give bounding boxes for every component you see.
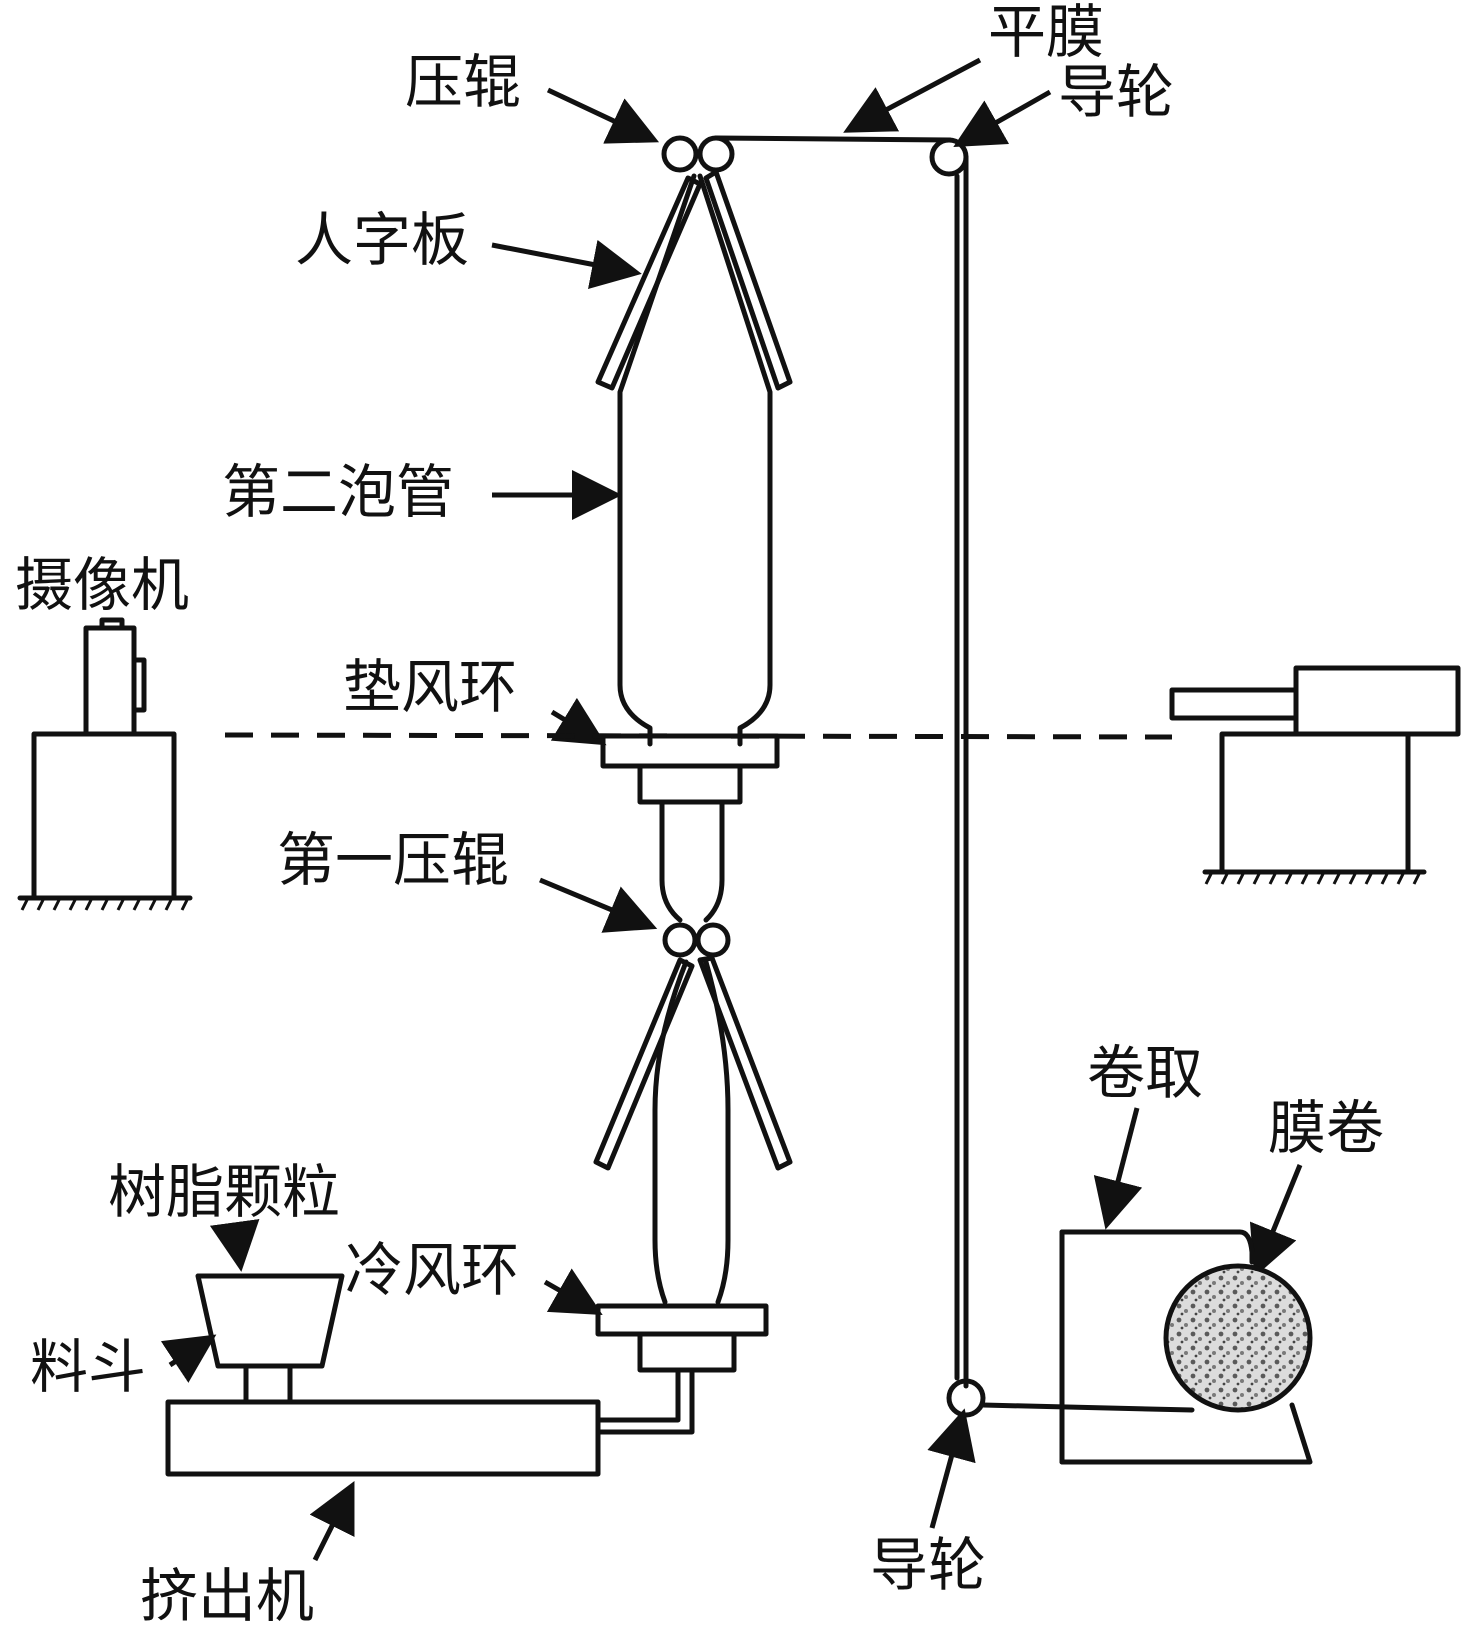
arrow-cooling-air-ring [543,1268,603,1315]
arrow-first-nip-roll [539,877,658,933]
label-air-ring-pad: 垫风环 [343,653,517,721]
extruder-body [165,1399,601,1477]
cooling-air-ring [595,1303,769,1373]
label-guide-roll-top: 导轮 [1058,58,1174,126]
label-nip-roll-top: 压辊 [405,48,521,116]
arrow-extruder [309,1481,355,1562]
label-flat-film: 平膜 [988,0,1104,66]
arrow-film-roll [1249,1164,1303,1278]
label-winding: 卷取 [1087,1039,1203,1107]
arrow-nip-roll-top [546,87,660,144]
label-collapsing-board: 人字板 [295,206,469,274]
light-source [1169,665,1461,875]
hopper [195,1273,345,1405]
label-hopper: 料斗 [30,1333,146,1401]
label-film-roll: 膜卷 [1268,1094,1384,1162]
second-bubble [617,173,773,747]
label-first-nip-roll: 第一压辊 [277,826,509,894]
light-source-ground-hatch [1204,871,1422,885]
arrow-flat-film [843,57,982,133]
air-ring-pad [600,733,780,805]
arrow-winding [1093,1107,1143,1230]
label-guide-roll-bottom: 导轮 [870,1531,986,1599]
top-nip-rolls [661,135,735,173]
camera [17,617,193,901]
arrow-resin-pellets [209,1219,260,1272]
label-resin-pellets: 树脂颗粒 [108,1158,340,1226]
bottom-guide-roll [946,1378,1195,1418]
bubble-neck [659,799,725,923]
lower-collapsing-board [593,955,793,1171]
label-cooling-air-ring: 冷风环 [345,1236,519,1304]
film-roll [1163,1263,1313,1413]
optical-axis-line [224,732,1173,740]
arrow-air-ring-pad [550,697,607,746]
top-collapsing-board [595,169,793,391]
first-bubble [652,959,731,1305]
arrow-collapsing-board [491,239,642,289]
first-nip-rolls [662,922,731,958]
label-camera: 摄像机 [15,551,189,619]
label-extruder: 挤出机 [140,1562,314,1627]
camera-ground-hatch [20,897,190,911]
arrow-hopper [160,1334,217,1383]
arrow-guide-roll-top [953,89,1052,147]
arrow-guide-roll-bottom [927,1408,976,1529]
die-feed-pipe [595,1367,695,1435]
label-second-bubble: 第二泡管 [222,458,454,526]
flat-film-path [713,135,969,1389]
top-guide-roll [929,137,969,177]
winding-unit [1059,1229,1313,1465]
